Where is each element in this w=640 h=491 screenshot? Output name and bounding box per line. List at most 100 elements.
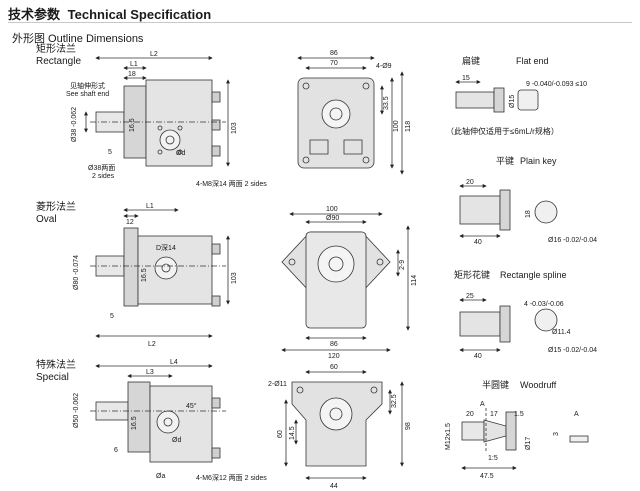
rect-dia38-en: 2 sides — [92, 173, 115, 180]
special-2-11: 2-Ø11 — [268, 381, 287, 388]
oval-100: 100 — [326, 206, 338, 213]
rect-front-view — [297, 56, 404, 175]
shaft-flat — [455, 80, 539, 113]
special-32-5: 32.5 — [391, 394, 398, 408]
woodruff-1-5a: 1.5 — [514, 411, 524, 418]
oval-en: Oval — [36, 214, 57, 225]
rect-4-9: 4-Ø9 — [376, 63, 392, 70]
spline-en: Rectangle spline — [500, 270, 567, 280]
rect-118: 118 — [405, 121, 412, 132]
special-dd: Ød — [172, 437, 181, 444]
oval-side-view — [90, 208, 230, 338]
spline-tol: Ø15 -0.02/-0.04 — [548, 347, 597, 354]
woodruff-1-5b: 1:5 — [488, 455, 498, 462]
oval-dia80: Ø80 -0.074 — [73, 255, 80, 290]
oval-86: 86 — [330, 341, 338, 348]
rect-shaft-en: See shaft end — [66, 91, 109, 98]
flat-15: 15 — [462, 75, 470, 82]
woodruff-3: 3 — [553, 432, 560, 436]
rectangle-cn: 矩形法兰 — [36, 44, 76, 55]
shaft-plain — [459, 184, 558, 238]
flat-note: （此轴伸仅适用于≤6mL/r规格） — [446, 126, 559, 136]
rect-side-view — [84, 56, 230, 167]
title-en: Technical Specification — [67, 7, 212, 22]
special-front-view — [284, 370, 404, 480]
shaft-woodruff — [461, 408, 589, 470]
spline-cn: 矩形花键 — [454, 269, 490, 280]
flat-dia15: Ø15 — [509, 95, 516, 108]
rect-70: 70 — [330, 60, 338, 67]
page-title: 技术参数 Technical Specification — [8, 4, 211, 23]
rect-86: 86 — [330, 50, 338, 57]
special-44: 44 — [330, 483, 338, 490]
plain-18: 18 — [525, 210, 532, 218]
plain-40: 40 — [474, 239, 482, 246]
special-60a: 60 — [330, 364, 338, 371]
spline-4: 4 -0.03/-0.06 — [524, 301, 564, 308]
shaft-spline — [459, 298, 558, 352]
rect-dia38: Ø38 -0.062 — [71, 107, 78, 142]
oval-d14: D深14 — [156, 243, 176, 252]
spline-11-4: Ø11.4 — [552, 329, 571, 336]
special-cn: 特殊法兰 — [36, 360, 76, 371]
special-6: 6 — [114, 447, 118, 454]
woodruff-en: Woodruff — [520, 380, 557, 390]
plain-cn: 平键 — [496, 155, 514, 166]
woodruff-m12: M12x1.5 — [445, 423, 452, 450]
oval-16-5: 16.5 — [141, 268, 148, 282]
section-oval: 菱形法兰 Oval — [36, 202, 76, 226]
special-l3: L3 — [146, 369, 154, 376]
rect-l2: L2 — [150, 51, 158, 58]
oval-front-view — [281, 212, 410, 352]
spline-25: 25 — [466, 293, 474, 300]
special-dphi: Øa — [156, 473, 165, 480]
special-60b: 60 — [277, 430, 284, 438]
spline-40: 40 — [474, 353, 482, 360]
oval-120: 120 — [328, 353, 340, 360]
rect-dia38-cn: Ø38两面 — [88, 164, 115, 172]
rect-5: 5 — [108, 149, 112, 156]
rect-33-5: 33.5 — [383, 96, 390, 110]
oval-12: 12 — [126, 219, 134, 226]
section-special: 特殊法兰 Special — [36, 360, 76, 384]
outline-title: 外形图 Outline Dimensions — [12, 33, 144, 45]
rect-l1: L1 — [130, 61, 138, 68]
rectangle-en: Rectangle — [36, 56, 82, 67]
oval-cn: 菱形法兰 — [36, 202, 76, 213]
woodruff-a1: A — [480, 401, 485, 408]
woodruff-cn: 半圆键 — [482, 379, 509, 390]
title-divider — [8, 22, 632, 23]
woodruff-17: 17 — [490, 411, 498, 418]
rect-m8: 4-M8深14 两面 2 sides — [196, 179, 267, 188]
special-side-view — [90, 364, 226, 463]
special-45: 45° — [186, 402, 197, 410]
woodruff-47-5: 47.5 — [480, 473, 494, 480]
special-14-5: 14.5 — [289, 426, 296, 440]
oval-l2: L2 — [148, 341, 156, 348]
oval-114: 114 — [411, 275, 418, 286]
woodruff-dia17: Ø17 — [525, 437, 532, 450]
oval-2-9: 2-9 — [399, 260, 406, 270]
plain-tol: Ø16 -0.02/-0.04 — [548, 237, 597, 244]
oval-5: 5 — [110, 313, 114, 320]
special-m6: 4-M6深12 两面 2 sides — [196, 473, 267, 482]
rect-dd: Ød — [176, 150, 185, 157]
special-dia50: Ø50 -0.062 — [73, 393, 80, 428]
rect-16-5: 16.5 — [129, 118, 136, 132]
section-rectangle: 矩形法兰 Rectangle — [36, 44, 81, 68]
flat-tol: 9 -0.040/-0.093 ≤10 — [526, 81, 587, 88]
special-l4: L4 — [170, 359, 178, 366]
special-16-5: 16.5 — [131, 416, 138, 430]
plain-20: 20 — [466, 179, 474, 186]
plain-en: Plain key — [520, 156, 557, 166]
flat-en: Flat end — [516, 56, 549, 66]
title-cn: 技术参数 — [8, 7, 61, 22]
rect-103: 103 — [231, 122, 238, 134]
rect-100: 100 — [393, 120, 400, 132]
oval-dia90: Ø90 — [326, 215, 339, 222]
special-en: Special — [36, 372, 69, 383]
woodruff-20: 20 — [466, 411, 474, 418]
special-98: 98 — [405, 422, 412, 430]
flat-cn: 扁键 — [462, 55, 480, 66]
